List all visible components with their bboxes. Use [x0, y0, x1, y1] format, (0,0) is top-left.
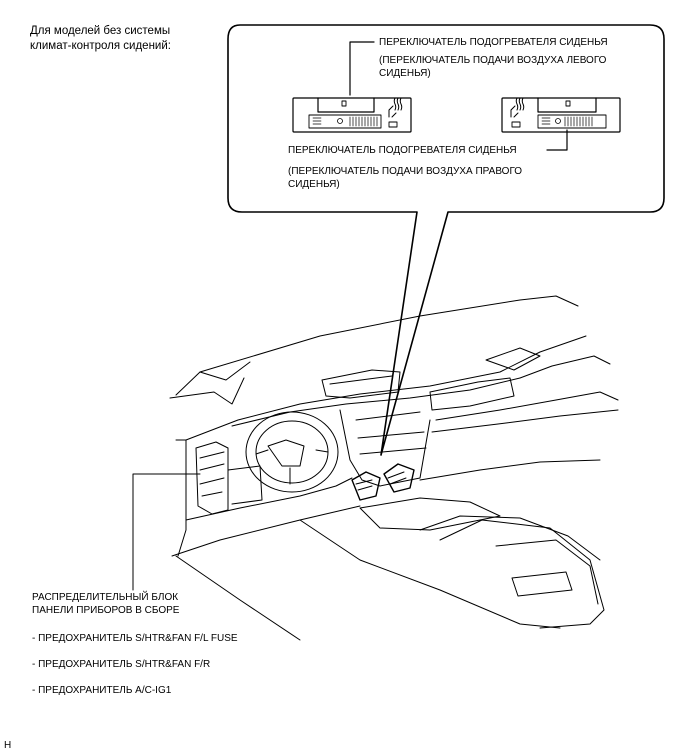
left-switch-title: ПЕРЕКЛЮЧАТЕЛЬ ПОДОГРЕВАТЕЛЯ СИДЕНЬЯ: [379, 37, 608, 48]
fuse-item: - ПРЕДОХРАНИТЕЛЬ S/HTR&FAN F/L FUSE: [32, 633, 238, 644]
callout-bubble: [227, 24, 665, 456]
figure-code: H: [4, 740, 12, 751]
left-switch-subtitle-2: СИДЕНЬЯ): [379, 68, 431, 79]
right-switch-subtitle-1: (ПЕРЕКЛЮЧАТЕЛЬ ПОДАЧИ ВОЗДУХА ПРАВОГО: [288, 166, 523, 177]
right-switch-title: ПЕРЕКЛЮЧАТЕЛЬ ПОДОГРЕВАТЕЛЯ СИДЕНЬЯ: [288, 145, 517, 156]
right-switch-subtitle-2: СИДЕНЬЯ): [288, 179, 340, 190]
right-seat-heater-switch: [501, 97, 621, 133]
seat-heater-icon: [388, 97, 403, 118]
leader-junction-block: [132, 473, 201, 591]
intro-line-1: Для моделей без системы: [30, 25, 171, 37]
junction-block-label-1: РАСПРЕДЕЛИТЕЛЬНЫЙ БЛОК: [32, 592, 179, 603]
leader-left-switch: [349, 41, 375, 96]
intro-line-2: климат-контроля сидений:: [30, 40, 171, 52]
fuse-item: - ПРЕДОХРАНИТЕЛЬ S/HTR&FAN F/R: [32, 659, 211, 670]
seat-heater-icon: [510, 97, 525, 118]
junction-block-label-2: ПАНЕЛИ ПРИБОРОВ В СБОРЕ: [32, 605, 180, 616]
fuse-item: - ПРЕДОХРАНИТЕЛЬ A/C-IG1: [32, 685, 172, 696]
leader-right-switch: [546, 129, 568, 151]
left-switch-subtitle-1: (ПЕРЕКЛЮЧАТЕЛЬ ПОДАЧИ ВОЗДУХА ЛЕВОГО: [379, 55, 607, 66]
left-seat-heater-switch: [292, 97, 412, 133]
instrument-panel-illustration: [169, 295, 619, 641]
